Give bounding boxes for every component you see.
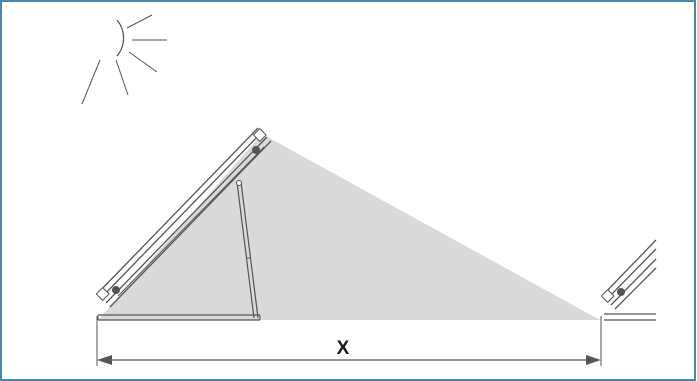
arrow-right-icon [586, 355, 601, 365]
solar-panel-front [95, 127, 272, 321]
sun-icon [81, 14, 167, 105]
arrow-left-icon [97, 355, 112, 365]
panel-shadow [98, 134, 600, 320]
distance-label: X [337, 338, 350, 359]
solar-panel-rear [600, 239, 657, 321]
distance-dimension: X [96, 316, 602, 366]
